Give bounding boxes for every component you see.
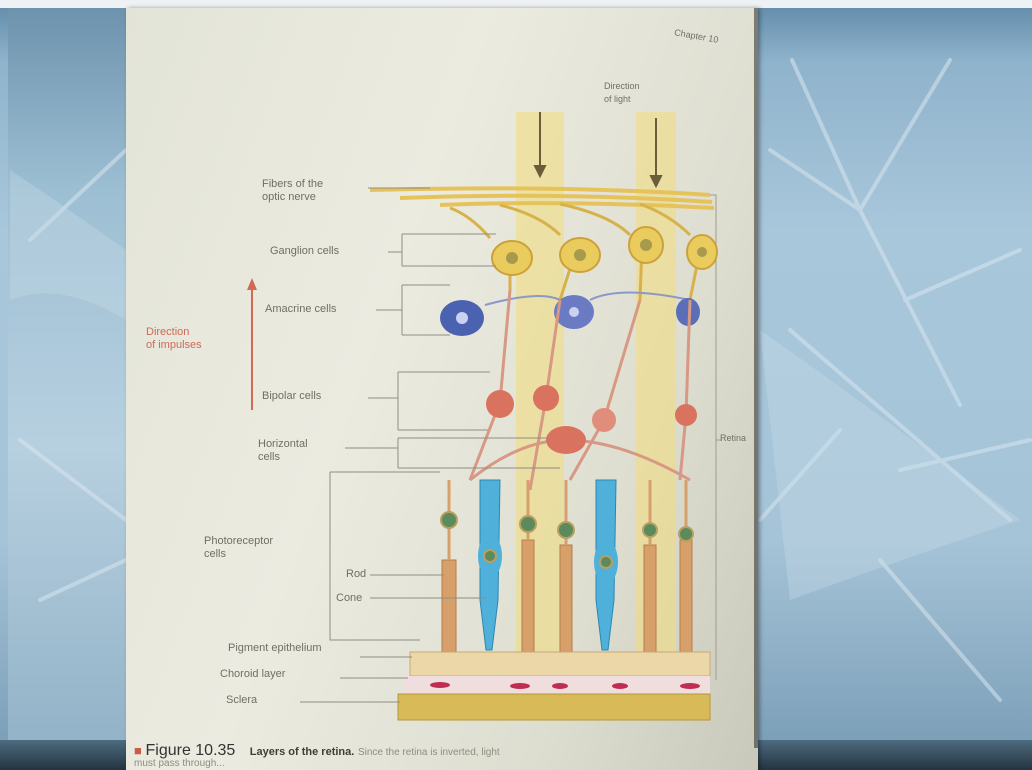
- figure-title: Layers of the retina.: [250, 746, 355, 758]
- sclera-label: Sclera: [226, 694, 257, 707]
- pigment-epithelium-label: Pigment epithelium: [228, 642, 322, 655]
- ganglion-cells: [450, 204, 717, 300]
- figure-caption-line2: must pass through...: [134, 758, 225, 769]
- amacrine-label: Amacrine cells: [265, 303, 337, 316]
- caption-bullet-icon: ■: [134, 743, 142, 758]
- book-page-edge: [754, 8, 758, 748]
- figure-caption-text: Since the retina is inverted, light: [358, 747, 500, 758]
- bipolar-label: Bipolar cells: [262, 390, 321, 403]
- horizontal-label: Horizontal cells: [258, 438, 308, 464]
- retina-label: Retina: [720, 432, 746, 445]
- rod-label: Rod: [346, 568, 366, 581]
- retina-base-layers: [398, 652, 710, 720]
- choroid-label: Choroid layer: [220, 668, 285, 681]
- fibers-label: Fibers of the optic nerve: [262, 178, 323, 204]
- direction-of-light-label: Direction of light: [604, 80, 640, 106]
- impulse-arrow: [247, 278, 257, 410]
- figure-number: Figure 10.35: [145, 742, 235, 759]
- ganglion-label: Ganglion cells: [270, 245, 339, 258]
- cone-label: Cone: [336, 592, 362, 605]
- photoreceptor-label: Photoreceptor cells: [204, 535, 273, 561]
- direction-of-impulses-label: Direction of impulses: [146, 326, 202, 352]
